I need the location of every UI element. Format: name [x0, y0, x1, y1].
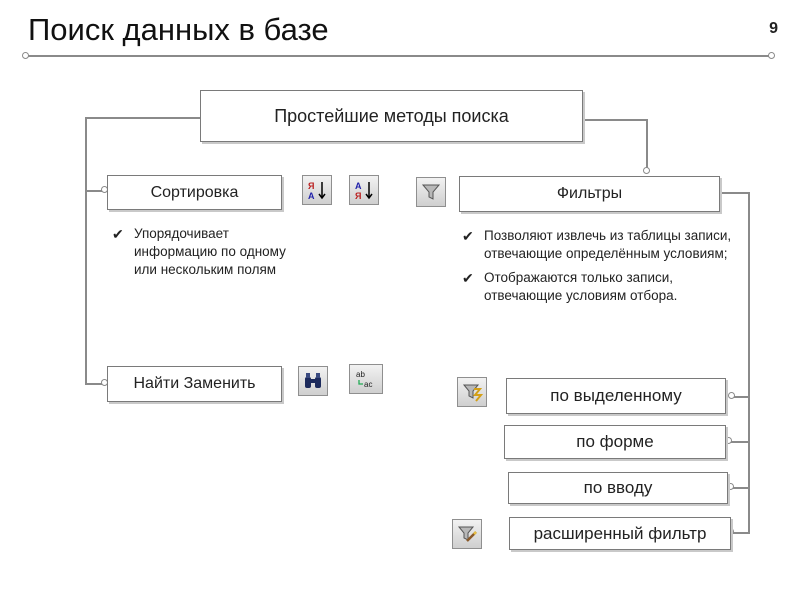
filter-type-by-form: по форме: [504, 425, 726, 459]
svg-text:Я: Я: [308, 181, 314, 191]
svg-text:Я: Я: [355, 191, 361, 201]
sort-description: ✔Упорядочивает информацию по одному или …: [112, 226, 286, 277]
connector-line: [85, 117, 87, 385]
svg-text:А: А: [355, 181, 362, 191]
sort-ascending-icon: Я А: [308, 181, 326, 201]
checkmark-icon: ✔: [462, 270, 474, 286]
connector-dot: [728, 392, 735, 399]
connector-line: [85, 383, 107, 385]
checkmark-icon: ✔: [462, 228, 474, 244]
connector-line: [731, 532, 750, 534]
slide-title: Поиск данных в базе: [28, 12, 329, 47]
connector-line: [731, 487, 750, 489]
connector-line: [729, 441, 750, 443]
find-replace-node: Найти Заменить: [107, 366, 282, 402]
connector-line: [85, 117, 201, 119]
binoculars-find-icon: [305, 373, 321, 388]
connector-line: [732, 396, 750, 398]
divider-end-dot: [768, 52, 775, 59]
page-number: 9: [769, 20, 778, 37]
connector-dot: [727, 483, 734, 490]
filter-by-selection-icon: [462, 384, 483, 402]
connector-line: [720, 192, 750, 194]
root-node: Простейшие методы поиска: [200, 90, 583, 142]
find-button[interactable]: [298, 366, 328, 396]
connector-line: [85, 190, 107, 192]
connector-dot: [643, 167, 650, 174]
filter-button[interactable]: [416, 177, 446, 207]
connector-line: [748, 192, 750, 534]
sort-ascending-button[interactable]: Я А: [302, 175, 332, 205]
filters-description: ✔Позволяют извлечь из таблицы записи, от…: [462, 228, 732, 303]
svg-text:ab: ab: [356, 370, 365, 379]
sort-node: Сортировка: [107, 175, 282, 210]
sort-descending-button[interactable]: А Я: [349, 175, 379, 205]
replace-button[interactable]: ab ac: [349, 364, 383, 394]
advanced-filter-button[interactable]: [452, 519, 482, 549]
filter-type-by-input: по вводу: [508, 472, 728, 504]
svg-text:ac: ac: [364, 380, 372, 389]
divider-end-dot: [22, 52, 29, 59]
connector-line: [646, 119, 648, 171]
filter-funnel-icon: [421, 184, 441, 200]
replace-abc-icon: ab ac: [356, 370, 372, 389]
checkmark-icon: ✔: [112, 226, 124, 242]
connector-line: [583, 119, 648, 121]
filters-node: Фильтры: [459, 176, 720, 212]
filter-type-by-selection: по выделенному: [506, 378, 726, 414]
title-divider: [28, 55, 772, 57]
filter-type-advanced: расширенный фильтр: [509, 517, 731, 550]
filter-by-selection-button[interactable]: [457, 377, 487, 407]
connector-dot: [725, 437, 732, 444]
advanced-filter-icon: [457, 526, 477, 542]
sort-descending-icon: А Я: [355, 181, 373, 201]
svg-text:А: А: [308, 191, 315, 201]
